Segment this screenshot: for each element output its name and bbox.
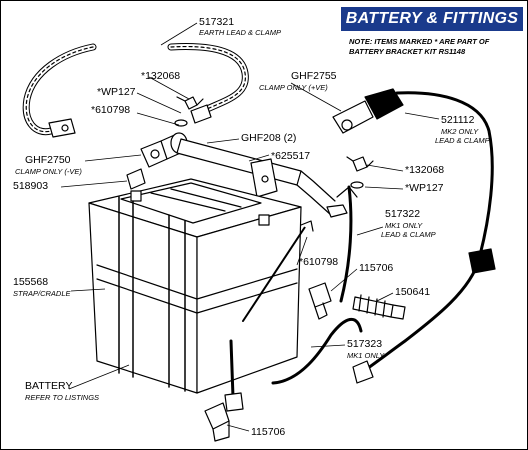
part-desc-517322-line2: LEAD & CLAMP xyxy=(381,230,436,239)
wing-nut-top xyxy=(174,96,204,127)
clamp-518903 xyxy=(126,168,146,190)
wing-nut-right xyxy=(346,156,374,189)
terminal-cover-mid xyxy=(308,282,332,320)
part-number-155568: 155568 xyxy=(13,276,49,288)
part-number-115706-bottom: 115706 xyxy=(251,426,286,438)
part-number-132068-right: *132068 xyxy=(405,164,445,176)
part-number-132068-top: *132068 xyxy=(141,70,181,82)
part-number-517323: 517323 xyxy=(347,338,383,350)
part-desc-517322-line1: MK1 ONLY xyxy=(385,221,423,230)
part-desc-517323: MK1 ONLY xyxy=(347,351,385,360)
part-number-521112: 521112 xyxy=(441,114,475,126)
part-desc-521112-line2: LEAD & CLAMP xyxy=(435,136,490,145)
part-number-ghf208: GHF208 (2) xyxy=(241,132,297,144)
terminal-cover-bottom xyxy=(204,402,230,442)
connector-150641 xyxy=(352,294,406,320)
title-banner: BATTERY & FITTINGS xyxy=(341,7,523,31)
battery-bracket-bar xyxy=(176,138,348,218)
battery-body xyxy=(88,178,302,412)
part-number-625517: *625517 xyxy=(271,150,311,162)
part-number-517322: 517322 xyxy=(385,208,421,220)
part-number-115706-mid: 115706 xyxy=(359,262,394,274)
part-number-ghf2750: GHF2750 xyxy=(25,154,71,166)
lead-mk1-517322 xyxy=(336,185,358,303)
part-number-150641: 150641 xyxy=(395,286,431,298)
part-number-wp127-top: *WP127 xyxy=(97,86,136,98)
positive-lead-mk2 xyxy=(332,88,496,384)
lead-mk1-517323 xyxy=(271,318,363,385)
note-line-2: BATTERY BRACKET KIT RS1148 xyxy=(349,47,466,56)
negative-clamp xyxy=(140,132,188,168)
bracket-rod xyxy=(242,220,314,322)
earth-lead-strap xyxy=(22,43,249,138)
part-number-610798-top: *610798 xyxy=(91,104,131,116)
part-number-517321: 517321 xyxy=(199,16,235,28)
part-desc-517321: EARTH LEAD & CLAMP xyxy=(199,28,281,37)
part-desc-battery: REFER TO LISTINGS xyxy=(25,393,100,402)
part-number-ghf2755: GHF2755 xyxy=(291,70,337,82)
part-desc-155568: STRAP/CRADLE xyxy=(13,289,71,298)
part-number-battery: BATTERY xyxy=(25,380,73,392)
part-number-610798-mid: *610798 xyxy=(299,256,339,268)
note-line-1: NOTE: ITEMS MARKED * ARE PART OF xyxy=(349,37,490,46)
part-desc-ghf2755: CLAMP ONLY (+VE) xyxy=(259,83,328,92)
part-desc-ghf2750: CLAMP ONLY (-VE) xyxy=(15,167,82,176)
part-number-518903: 518903 xyxy=(13,180,49,192)
part-number-wp127-right: *WP127 xyxy=(405,182,444,194)
part-desc-521112-line1: MK2 ONLY xyxy=(441,127,479,136)
